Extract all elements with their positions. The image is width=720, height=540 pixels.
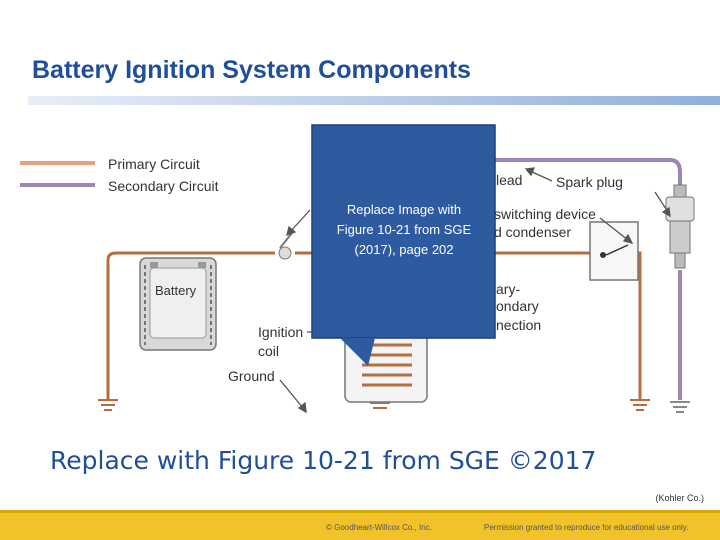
ignition-diagram: Primary Circuit Secondary Circuit: [20, 124, 695, 414]
replace-image-callout: [311, 124, 496, 366]
condenser-label: d condenser: [494, 224, 571, 240]
footer-stripe: [0, 510, 720, 513]
ignition-coil-label-1: Ignition: [258, 324, 303, 340]
image-credit: (Kohler Co.): [655, 493, 704, 503]
ground-symbol-plug: [670, 401, 690, 413]
callout-line-1: Replace Image with: [346, 202, 462, 217]
footer-bar: [0, 510, 720, 540]
lead-label: lead: [496, 172, 522, 188]
slide-title: Battery Ignition System Components: [32, 56, 471, 84]
ps-connection-label-3: nection: [496, 317, 541, 333]
callout-line-3: (2017), page 202: [354, 242, 454, 257]
ps-connection-label-1: ary-: [496, 281, 520, 297]
ground-symbol-right: [630, 399, 650, 411]
ps-connection-label-2: ondary: [496, 298, 539, 314]
footer-permission: Permission granted to reproduce for educ…: [484, 523, 689, 532]
ignition-coil-label-2: coil: [258, 343, 279, 359]
switching-device: [589, 221, 639, 281]
callout-line-2: Figure 10-21 from SGE: [336, 222, 472, 237]
secondary-wires: [490, 158, 682, 400]
ground-label: Ground: [228, 368, 275, 384]
spark-plug: [665, 184, 695, 269]
legend-secondary-label: Secondary Circuit: [108, 178, 219, 194]
legend-primary-label: Primary Circuit: [108, 156, 200, 172]
callout-text: Replace Image with Figure 10-21 from SGE…: [313, 200, 495, 260]
ground-symbol-left: [98, 399, 118, 411]
figure-caption: Replace with Figure 10-21 from SGE ©2017: [50, 446, 597, 475]
battery-label: Battery: [155, 283, 197, 298]
battery: [139, 257, 217, 351]
ignition-switch: [278, 232, 293, 260]
ground-symbol-mid: [370, 402, 390, 409]
spark-plug-label: Spark plug: [556, 174, 623, 190]
switching-device-label: switching device: [494, 206, 596, 222]
title-underline-bar: [28, 96, 720, 105]
footer-copyright: © Goodheart-Willcox Co., Inc.: [326, 523, 432, 532]
